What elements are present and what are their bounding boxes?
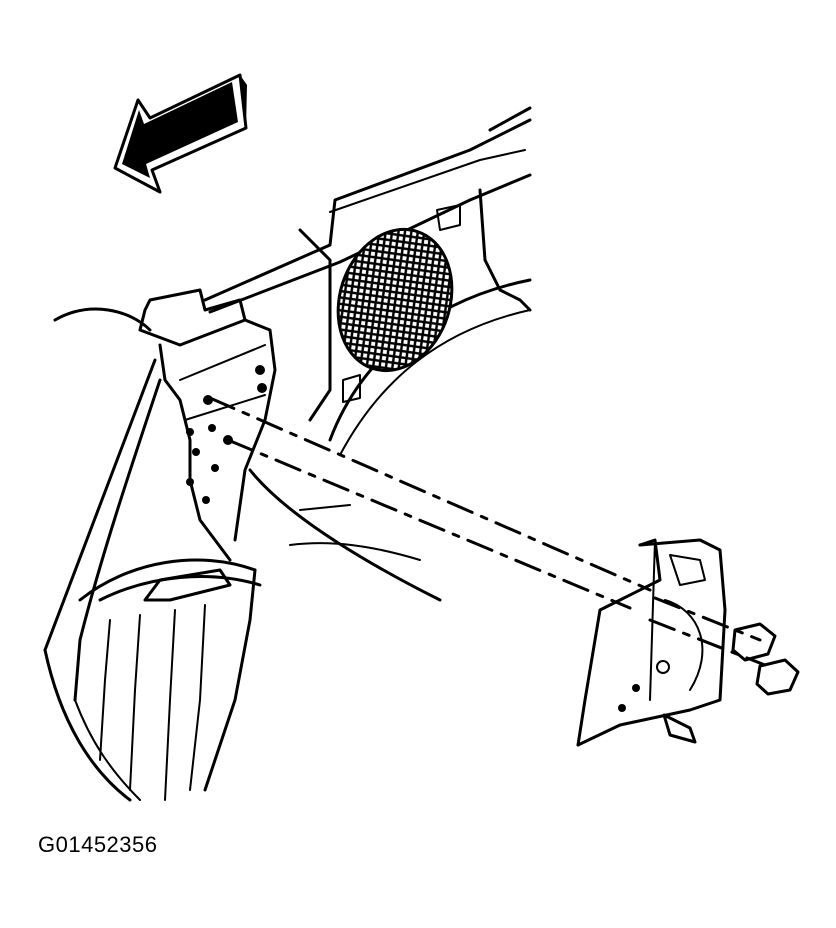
quarter-panel-outline — [43, 307, 262, 802]
bolt-icon — [662, 622, 800, 744]
speaker-grille — [336, 227, 454, 373]
mounting-pillar — [138, 288, 277, 562]
forward-arrow-icon — [113, 73, 248, 194]
alignment-lines — [208, 396, 767, 667]
figure-code: G01452356 — [38, 832, 158, 857]
bracket-assembly — [576, 538, 727, 747]
